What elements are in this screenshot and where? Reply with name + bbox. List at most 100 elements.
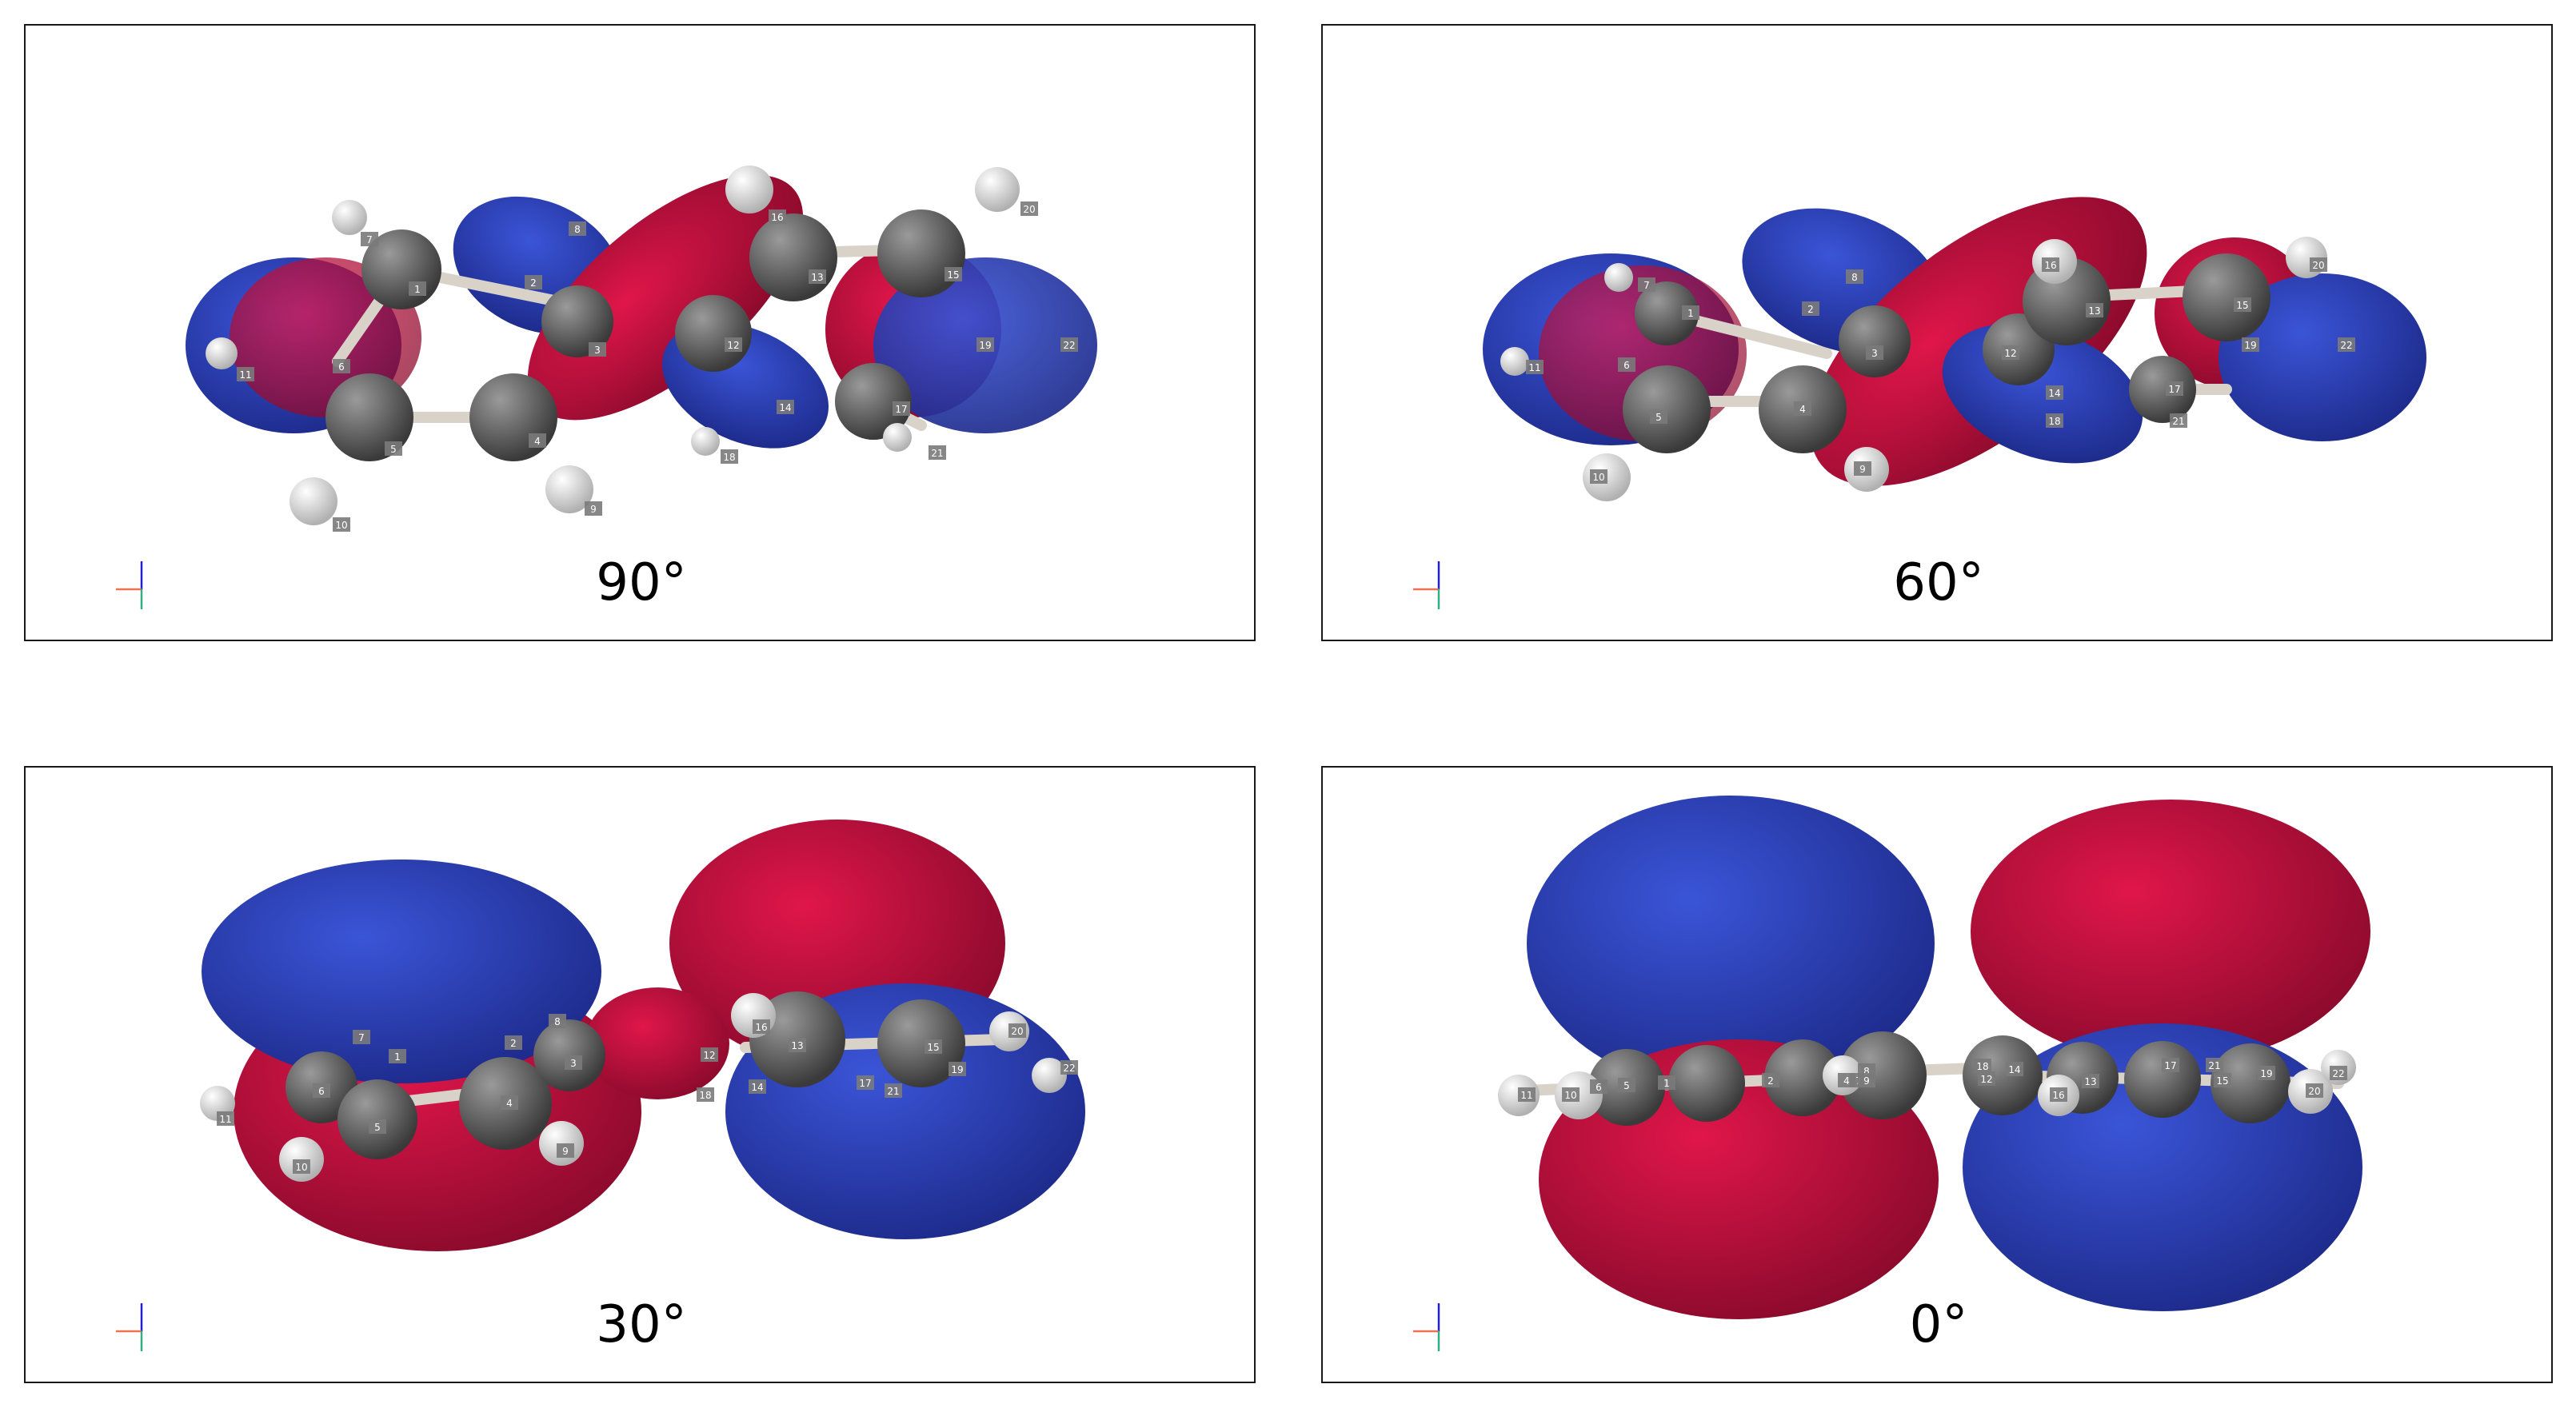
atom-index-tag: [777, 400, 794, 414]
atom-carbon: [1635, 281, 1699, 345]
atom-index-label: 2: [510, 1038, 517, 1049]
atom-index-tag: [565, 1055, 582, 1070]
atom-index-label: 4: [1843, 1075, 1850, 1087]
atom-index-tag: [885, 1083, 902, 1098]
atom-index-tag: [1618, 357, 1635, 372]
atom-index-label: 3: [1871, 348, 1878, 359]
atom-index-label: 4: [1799, 404, 1806, 415]
atom-index-tag: [333, 517, 350, 532]
atom-index-tag: [2050, 1087, 2067, 1102]
atom-index-label: 18: [2048, 416, 2060, 427]
atom-index-label: 22: [2340, 340, 2352, 351]
atom-carbon: [877, 209, 965, 297]
atom-index-label: 7: [358, 1032, 365, 1043]
atom-index-tag: [976, 337, 994, 352]
atom-hydrogen: [1604, 263, 1633, 292]
atom-index-tag: [1682, 305, 1699, 320]
atom-index-tag: [2306, 1083, 2323, 1098]
atom-index-label: 9: [1859, 464, 1866, 475]
atom-carbon: [2183, 253, 2270, 341]
atom-index-tag: [721, 449, 738, 464]
atom-index-label: 19: [979, 340, 991, 351]
atom-index-tag: [2214, 1073, 2231, 1087]
atom-carbon: [1764, 1039, 1841, 1116]
angle-label: 30°: [596, 1295, 687, 1354]
atom-index-tag: [725, 337, 742, 352]
atom-carbon: [1668, 1045, 1745, 1122]
atom-index-label: 13: [791, 1040, 803, 1051]
atom-index-label: 7: [366, 234, 373, 245]
atom-index-tag: [1562, 1087, 1580, 1102]
atom-index-tag: [2330, 1066, 2347, 1080]
axes-orientation-icon: [110, 553, 158, 617]
atom-index-label: 21: [2172, 416, 2184, 427]
lobe-blue-left: [202, 860, 601, 1083]
atom-index-label: 10: [1564, 1090, 1576, 1101]
atom-hydrogen: [1500, 347, 1529, 376]
atom-carbon: [675, 295, 752, 372]
atom-index-label: 2: [1807, 304, 1814, 315]
atom-index-tag: [893, 401, 910, 416]
atom-index-label: 22: [2332, 1068, 2344, 1079]
atom-index-label: 7: [1643, 280, 1650, 291]
atom-index-tag: [789, 1038, 806, 1052]
atom-index-label: 15: [927, 1042, 939, 1053]
atom-index-tag: [217, 1111, 234, 1126]
atom-index-tag: [2162, 1058, 2179, 1072]
atom-index-tag: [2338, 337, 2355, 352]
atom-index-tag: [809, 269, 826, 284]
angle-label: 60°: [1893, 553, 1984, 612]
atom-index-tag: [585, 501, 602, 516]
atom-index-label: 13: [2084, 1076, 2096, 1087]
atom-index-label: 21: [931, 448, 943, 459]
atom-index-tag: [2086, 303, 2103, 317]
atom-index-label: 16: [2044, 260, 2056, 271]
atom-index-label: 11: [1528, 362, 1540, 373]
atom-index-label: 14: [2048, 388, 2060, 399]
atom-index-tag: [1590, 1079, 1608, 1094]
atom-index-label: 19: [2260, 1068, 2272, 1079]
atom-index-label: 11: [1520, 1090, 1532, 1101]
atom-index-label: 18: [699, 1090, 711, 1101]
atom-index-tag: [389, 1049, 406, 1063]
lobe-blue-right: [2219, 273, 2426, 441]
lobe-red-center: [527, 174, 804, 421]
atom-hydrogen: [332, 200, 367, 235]
atom-carbon: [2124, 1041, 2201, 1118]
atom-index-label: 5: [390, 444, 397, 455]
atom-index-tag: [353, 1030, 370, 1044]
atom-index-label: 6: [338, 361, 345, 373]
atom-index-label: 6: [1596, 1082, 1602, 1093]
atom-index-label: 2: [530, 277, 537, 289]
atom-index-tag: [505, 1035, 522, 1050]
atom-index-label: 12: [2004, 348, 2016, 359]
atom-index-tag: [2166, 381, 2183, 396]
atom-index-label: 18: [723, 452, 735, 463]
atom-index-tag: [1858, 1073, 1875, 1087]
atom-index-tag: [1060, 1060, 1078, 1075]
atom-index-tag: [1060, 337, 1078, 352]
atom-hydrogen: [883, 423, 912, 452]
atom-index-label: 8: [1863, 1066, 1870, 1077]
atom-carbon: [469, 373, 557, 461]
atom-index-label: 8: [1851, 272, 1858, 283]
atom-carbon: [877, 999, 965, 1087]
atom-index-label: 21: [2208, 1060, 2220, 1071]
atom-index-tag: [1846, 269, 1863, 284]
atom-index-label: 9: [590, 504, 597, 515]
atom-index-tag: [293, 1159, 310, 1174]
atom-index-label: 14: [2008, 1064, 2020, 1075]
atom-index-label: 14: [751, 1082, 763, 1093]
atom-index-tag: [753, 1019, 770, 1034]
atom-index-tag: [361, 232, 378, 246]
atom-index-tag: [2042, 257, 2059, 272]
atom-index-label: 5: [1623, 1080, 1630, 1091]
atom-index-label: 3: [570, 1058, 577, 1069]
atom-index-tag: [525, 275, 542, 289]
atom-hydrogen: [691, 427, 720, 456]
